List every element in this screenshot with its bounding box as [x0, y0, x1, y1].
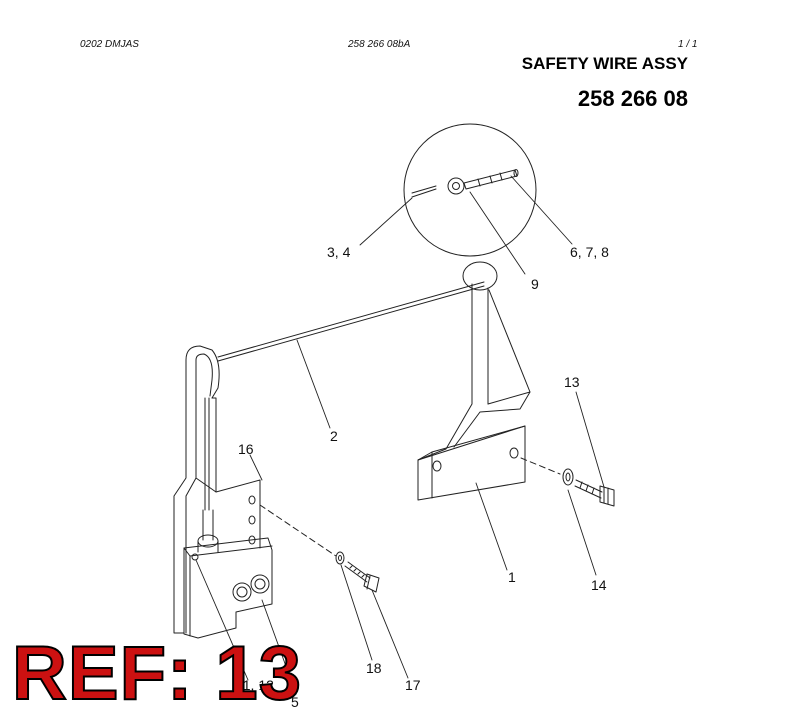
pivot-highlight	[462, 261, 498, 291]
detail-view-circle	[403, 123, 537, 257]
callout-18: 18	[366, 660, 382, 676]
bolt-13-assembly	[562, 468, 615, 507]
leader-lines	[195, 175, 605, 695]
switch-block	[183, 534, 273, 639]
callout-5: 5	[291, 694, 299, 710]
part-number: 258 266 08	[577, 86, 688, 111]
bolt-17-assembly	[335, 551, 380, 593]
callout-11-12: 11, 12	[236, 677, 274, 693]
page-title: SAFETY WIRE ASSY	[521, 54, 688, 73]
header-page-number: 1 / 1	[678, 39, 698, 50]
callout-9: 9	[531, 276, 539, 292]
callout-14: 14	[591, 577, 607, 593]
header-drawing-code: 258 266 08bA	[348, 39, 411, 50]
safety-wire	[202, 281, 485, 541]
ref-badge: REF: 13	[11, 631, 302, 716]
bolt-centerline-right	[520, 457, 561, 475]
callout-16: 16	[238, 441, 254, 457]
callout-1: 1	[508, 569, 516, 585]
lever-bracket	[417, 283, 531, 501]
callout-13: 13	[564, 374, 580, 390]
callout-2: 2	[330, 428, 338, 444]
bolt-centerline-left	[259, 504, 337, 557]
callout-3-4: 3, 4	[327, 244, 351, 260]
callout-6-7-8: 6, 7, 8	[570, 244, 609, 260]
callout-17: 17	[405, 677, 421, 693]
guide-bracket	[173, 345, 261, 634]
header-document-code: 0202 DMJAS	[80, 39, 139, 50]
